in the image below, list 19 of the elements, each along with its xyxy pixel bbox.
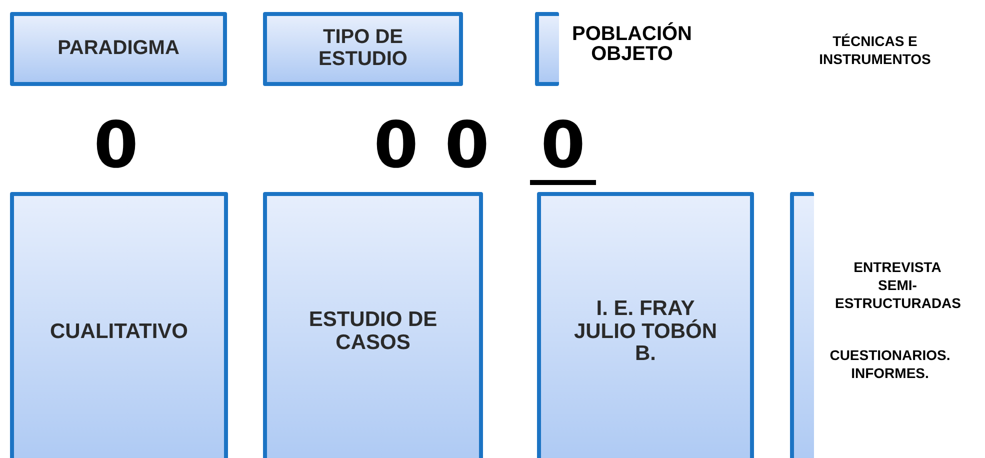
heading-text: CUESTIONARIOS. INFORMES. [828, 346, 952, 382]
zero-symbol: 0 [372, 114, 420, 178]
heading-text: ENTREVISTA SEMI- ESTRUCTURADAS [835, 258, 960, 313]
label-box [10, 12, 227, 86]
label-box [263, 12, 463, 86]
box-text: CUALITATIVO [50, 320, 188, 344]
label-box [10, 192, 228, 458]
label-box [537, 192, 754, 458]
heading-text: POBLACIÓN OBJETO [571, 24, 693, 64]
label-box [263, 192, 483, 458]
heading-text: TÉCNICAS E INSTRUMENTOS [818, 32, 932, 68]
partial-box [790, 192, 814, 458]
zero-symbol: 0 [92, 114, 140, 178]
box-text: PARADIGMA [58, 38, 180, 60]
box-text: ESTUDIO DE CASOS [308, 309, 438, 355]
zero-symbol: 0 [444, 114, 490, 178]
box-text: I. E. FRAY JULIO TOBÓN B. [572, 298, 718, 366]
box-text: TIPO DE ESTUDIO [318, 27, 408, 71]
partial-box [535, 12, 559, 86]
